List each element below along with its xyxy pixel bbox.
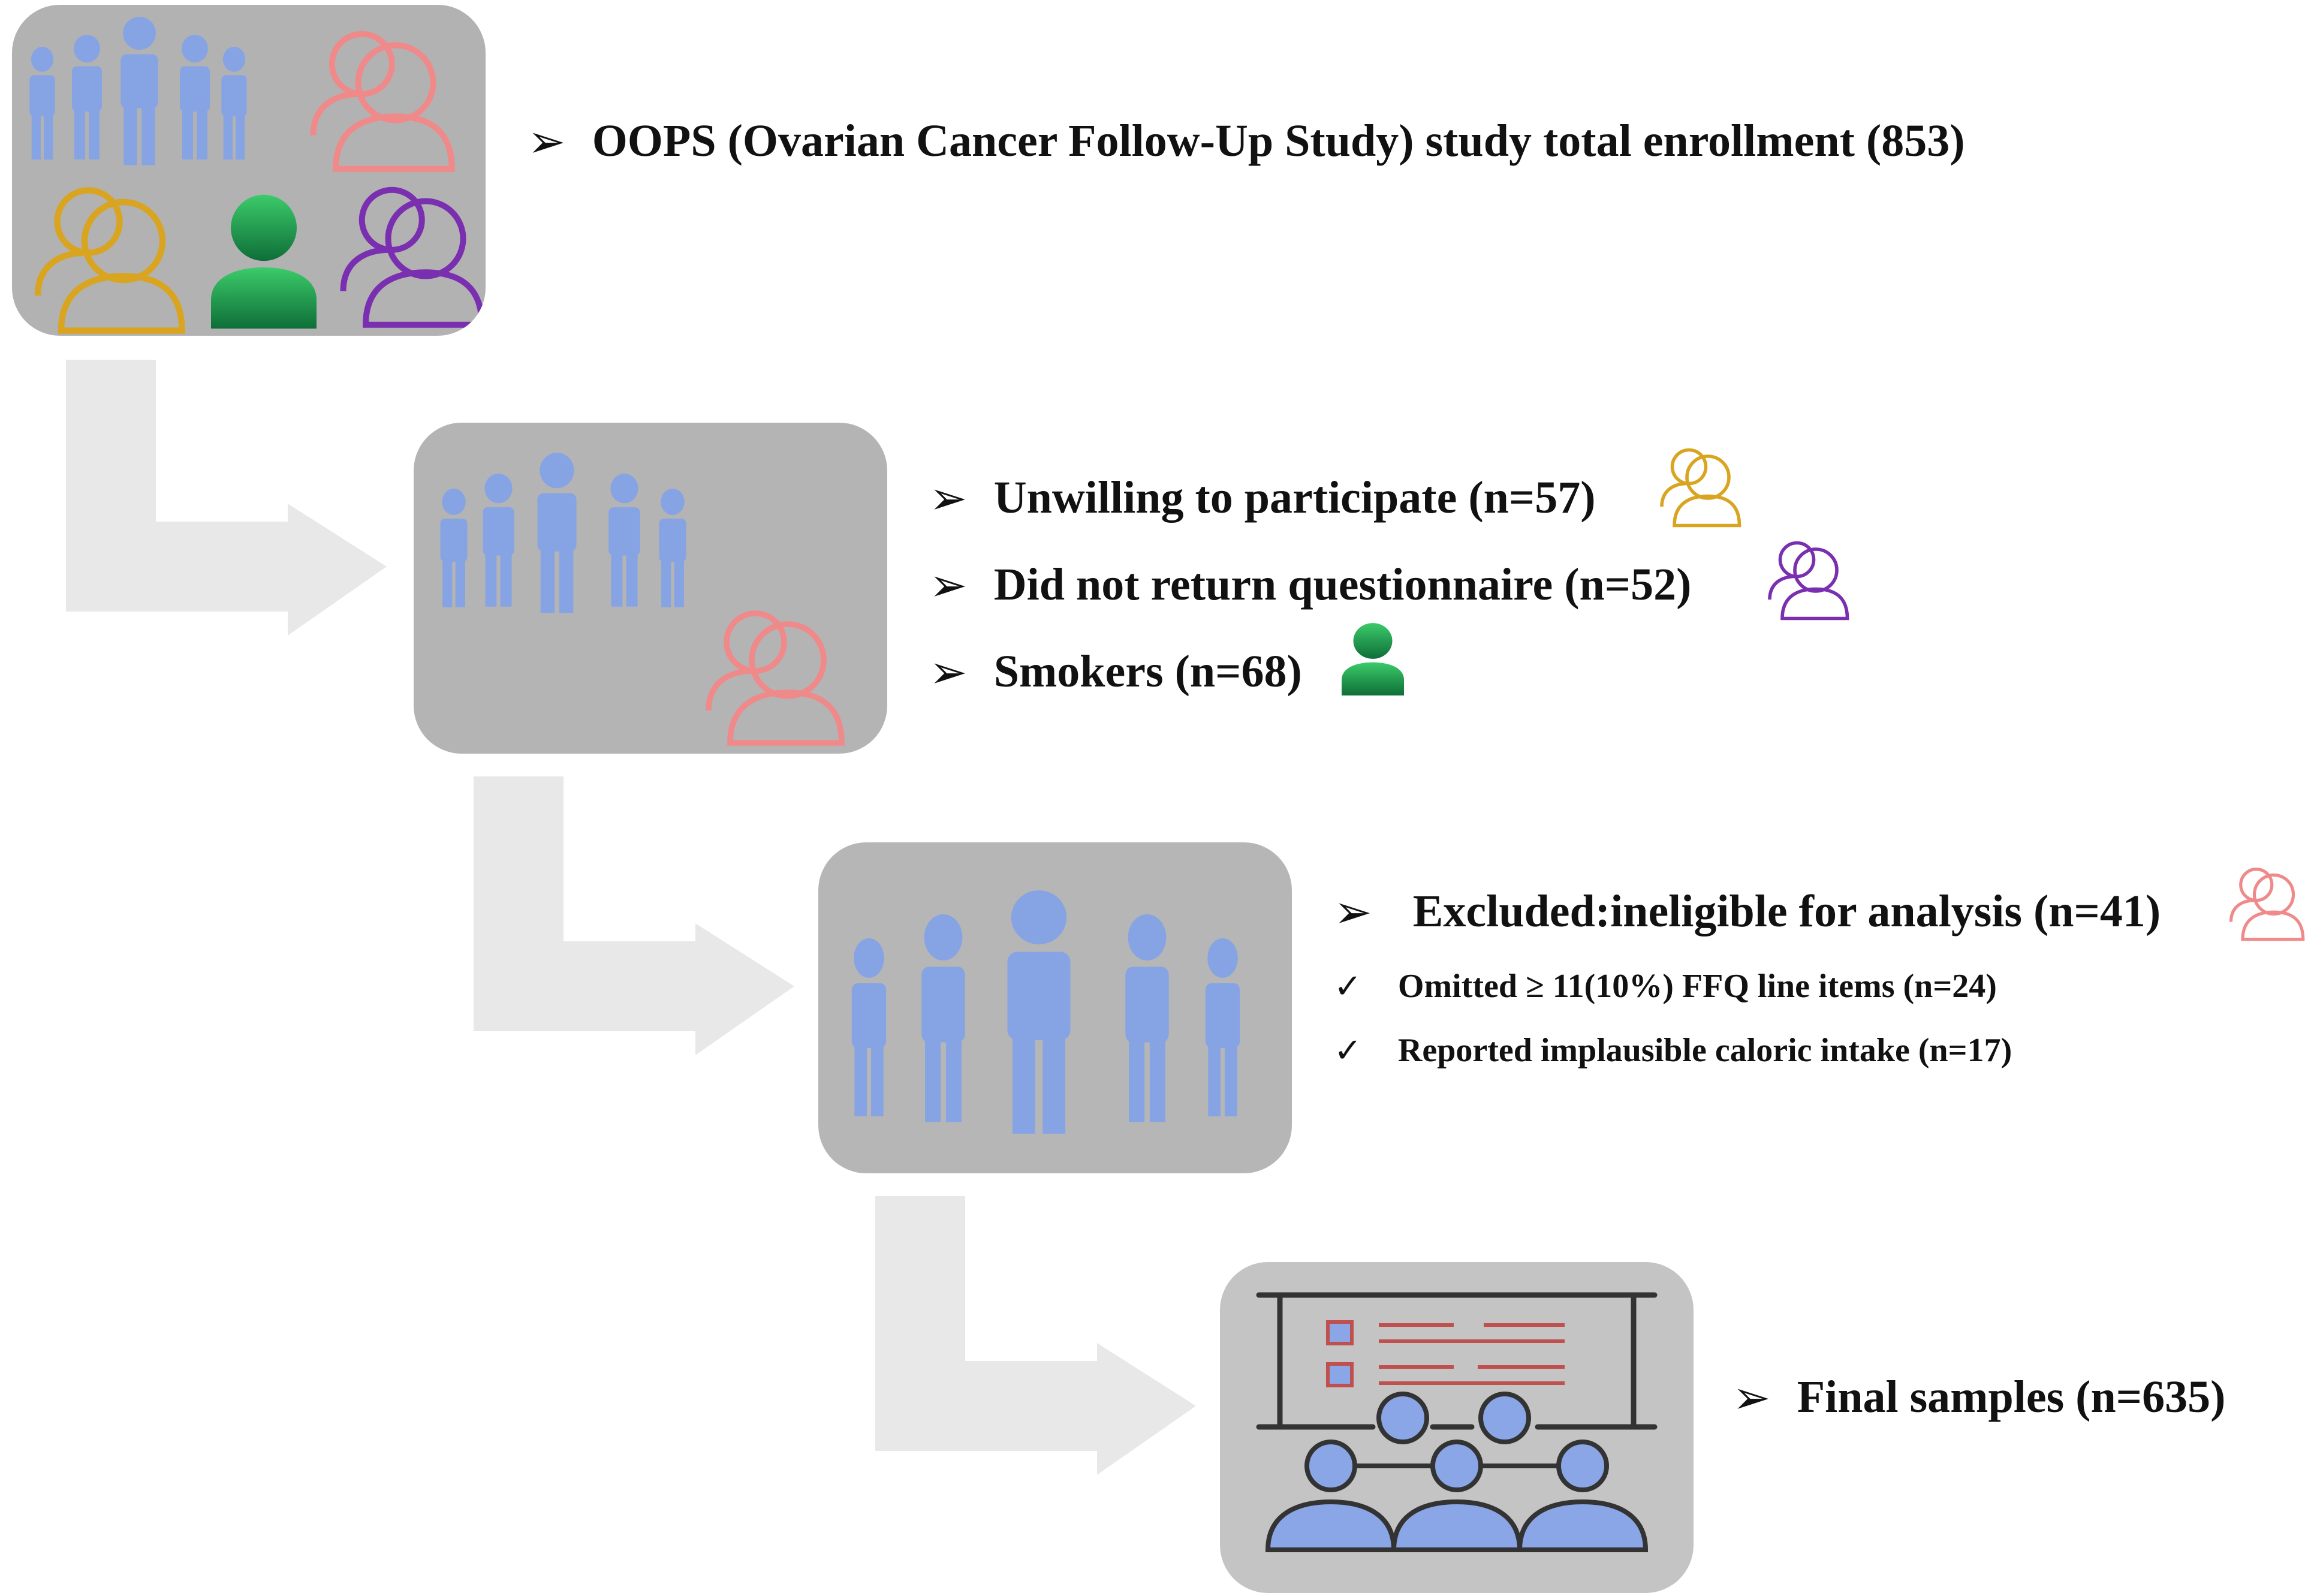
- user-outline-icon: [38, 191, 182, 331]
- final-samples-text: Final samples (n=635): [1797, 1371, 2226, 1422]
- exclusion-unwilling-line: ➢ Unwilling to participate (n=57): [929, 468, 1596, 528]
- user-outline-icon: [709, 613, 842, 743]
- exclusion-smokers-text: Smokers (n=68): [993, 646, 1302, 697]
- eligibility-box: [818, 842, 1292, 1173]
- excluded-ineligible-text: Excluded:ineligible for analysis (n=41): [1412, 886, 2161, 936]
- exclusion-questionnaire-line: ➢ Did not return questionnaire (n=52): [929, 555, 1691, 615]
- enrollment-line: ➢ OOPS (Ovarian Cancer Follow-Up Study) …: [528, 111, 1965, 171]
- sub-omitted-text: Omitted ≥ 11(10%) FFQ line items (n=24): [1397, 968, 1997, 1005]
- checkmark-icon: ✓: [1334, 1031, 1362, 1070]
- arrow-bullet-icon: ➢: [528, 114, 566, 168]
- user-outline-icon: [1765, 537, 1849, 621]
- arrow-bullet-icon: ➢: [929, 558, 968, 612]
- group-people-icon: [29, 17, 247, 165]
- arrow-bullet-icon: ➢: [1732, 1370, 1771, 1424]
- whiteboard-meeting-icon: [1256, 1292, 1658, 1552]
- group-people-icon: [440, 453, 686, 613]
- exclusion-unwilling-text: Unwilling to participate (n=57): [993, 472, 1596, 523]
- checkmark-icon: ✓: [1334, 966, 1362, 1006]
- final-samples-line: ➢ Final samples (n=635): [1732, 1367, 2225, 1427]
- exclusion-smokers-line: ➢ Smokers (n=68): [929, 642, 1302, 701]
- sub-omitted-line: ✓ Omitted ≥ 11(10%) FFQ line items (n=24…: [1334, 962, 1997, 1010]
- excluded-ineligible-line: ➢ Excluded:ineligible for analysis (n=41…: [1334, 881, 2161, 941]
- arrow-bullet-icon: ➢: [1334, 884, 1372, 938]
- user-outline-icon: [2227, 863, 2305, 941]
- flow-arrow-3: [875, 1196, 1196, 1475]
- enrollment-box: [12, 5, 486, 336]
- flow-arrow-1: [66, 360, 387, 636]
- sub-caloric-text: Reported implausible caloric intake (n=1…: [1397, 1032, 2012, 1069]
- enrollment-text: OOPS (Ovarian Cancer Follow-Up Study) st…: [592, 115, 1965, 166]
- group-people-icon: [851, 890, 1240, 1134]
- sub-caloric-line: ✓ Reported implausible caloric intake (n…: [1334, 1026, 2012, 1074]
- arrow-bullet-icon: ➢: [929, 471, 968, 525]
- user-solid-icon: [211, 194, 317, 329]
- flow-arrow-2: [474, 776, 794, 1055]
- arrow-bullet-icon: ➢: [929, 645, 968, 698]
- screening-box: [414, 423, 887, 754]
- exclusion-questionnaire-text: Did not return questionnaire (n=52): [993, 559, 1692, 610]
- user-outline-icon: [1652, 444, 1747, 528]
- user-solid-icon: [1342, 623, 1404, 695]
- user-outline-icon: [344, 190, 482, 325]
- user-outline-icon: [314, 34, 452, 169]
- final-box: [1220, 1262, 1694, 1593]
